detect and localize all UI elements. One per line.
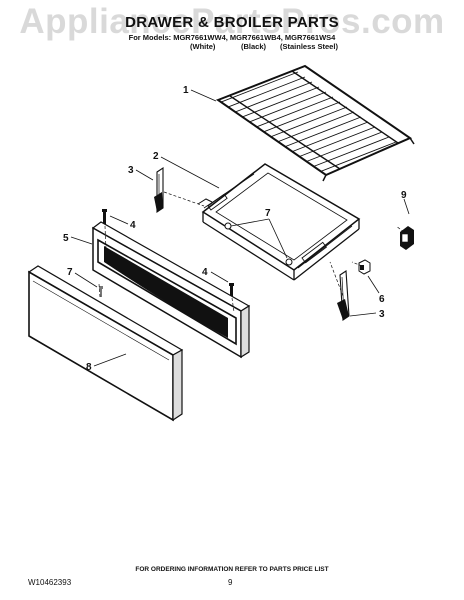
callout-6: 6 <box>379 294 385 305</box>
drawer-clip <box>358 259 371 275</box>
screw-lower <box>229 283 234 298</box>
callout-7-panel: 7 <box>67 267 73 278</box>
drawer-slide-right <box>337 270 350 321</box>
oven-rack <box>215 64 415 182</box>
callout-9: 9 <box>401 190 407 201</box>
callout-8: 8 <box>86 362 92 373</box>
callout-4-lower: 4 <box>202 267 208 278</box>
drawer-front-panel <box>27 265 184 422</box>
page-title: DRAWER & BROILER PARTS <box>125 14 339 31</box>
page-number: 9 <box>228 578 233 587</box>
watermark: AppliancePartsPros.com <box>19 2 445 41</box>
model-list: For Models: MGR7661WW4, MGR7661WB4, MGR7… <box>128 33 336 42</box>
callout-1: 1 <box>183 85 189 96</box>
callout-7-tub: 7 <box>265 208 271 219</box>
finish-list: (White) (Black) (Stainless Steel) <box>0 42 464 52</box>
callout-5: 5 <box>63 233 69 244</box>
drawer-inner-panel <box>91 221 251 359</box>
callouts: 1 2 3 4 5 7 7 4 9 6 3 8 <box>63 85 407 373</box>
alignment-lines <box>98 191 405 313</box>
drawer-slide-left <box>154 166 164 214</box>
finish-black: (Black) <box>241 42 267 51</box>
drawer-tub <box>197 163 361 281</box>
screw-upper <box>102 209 107 224</box>
drawer-bracket <box>400 226 414 250</box>
finish-white: (White) <box>190 42 216 51</box>
callout-2: 2 <box>153 151 159 162</box>
document-number: W10462393 <box>28 578 72 587</box>
ordering-note: FOR ORDERING INFORMATION REFER TO PARTS … <box>135 566 329 573</box>
finish-stainless: (Stainless Steel) <box>280 42 338 51</box>
leader-lines <box>70 89 410 367</box>
callout-3-lower: 3 <box>379 309 385 320</box>
callout-4-upper: 4 <box>130 220 136 231</box>
callout-3-upper: 3 <box>128 165 134 176</box>
screw-panel <box>99 286 103 297</box>
